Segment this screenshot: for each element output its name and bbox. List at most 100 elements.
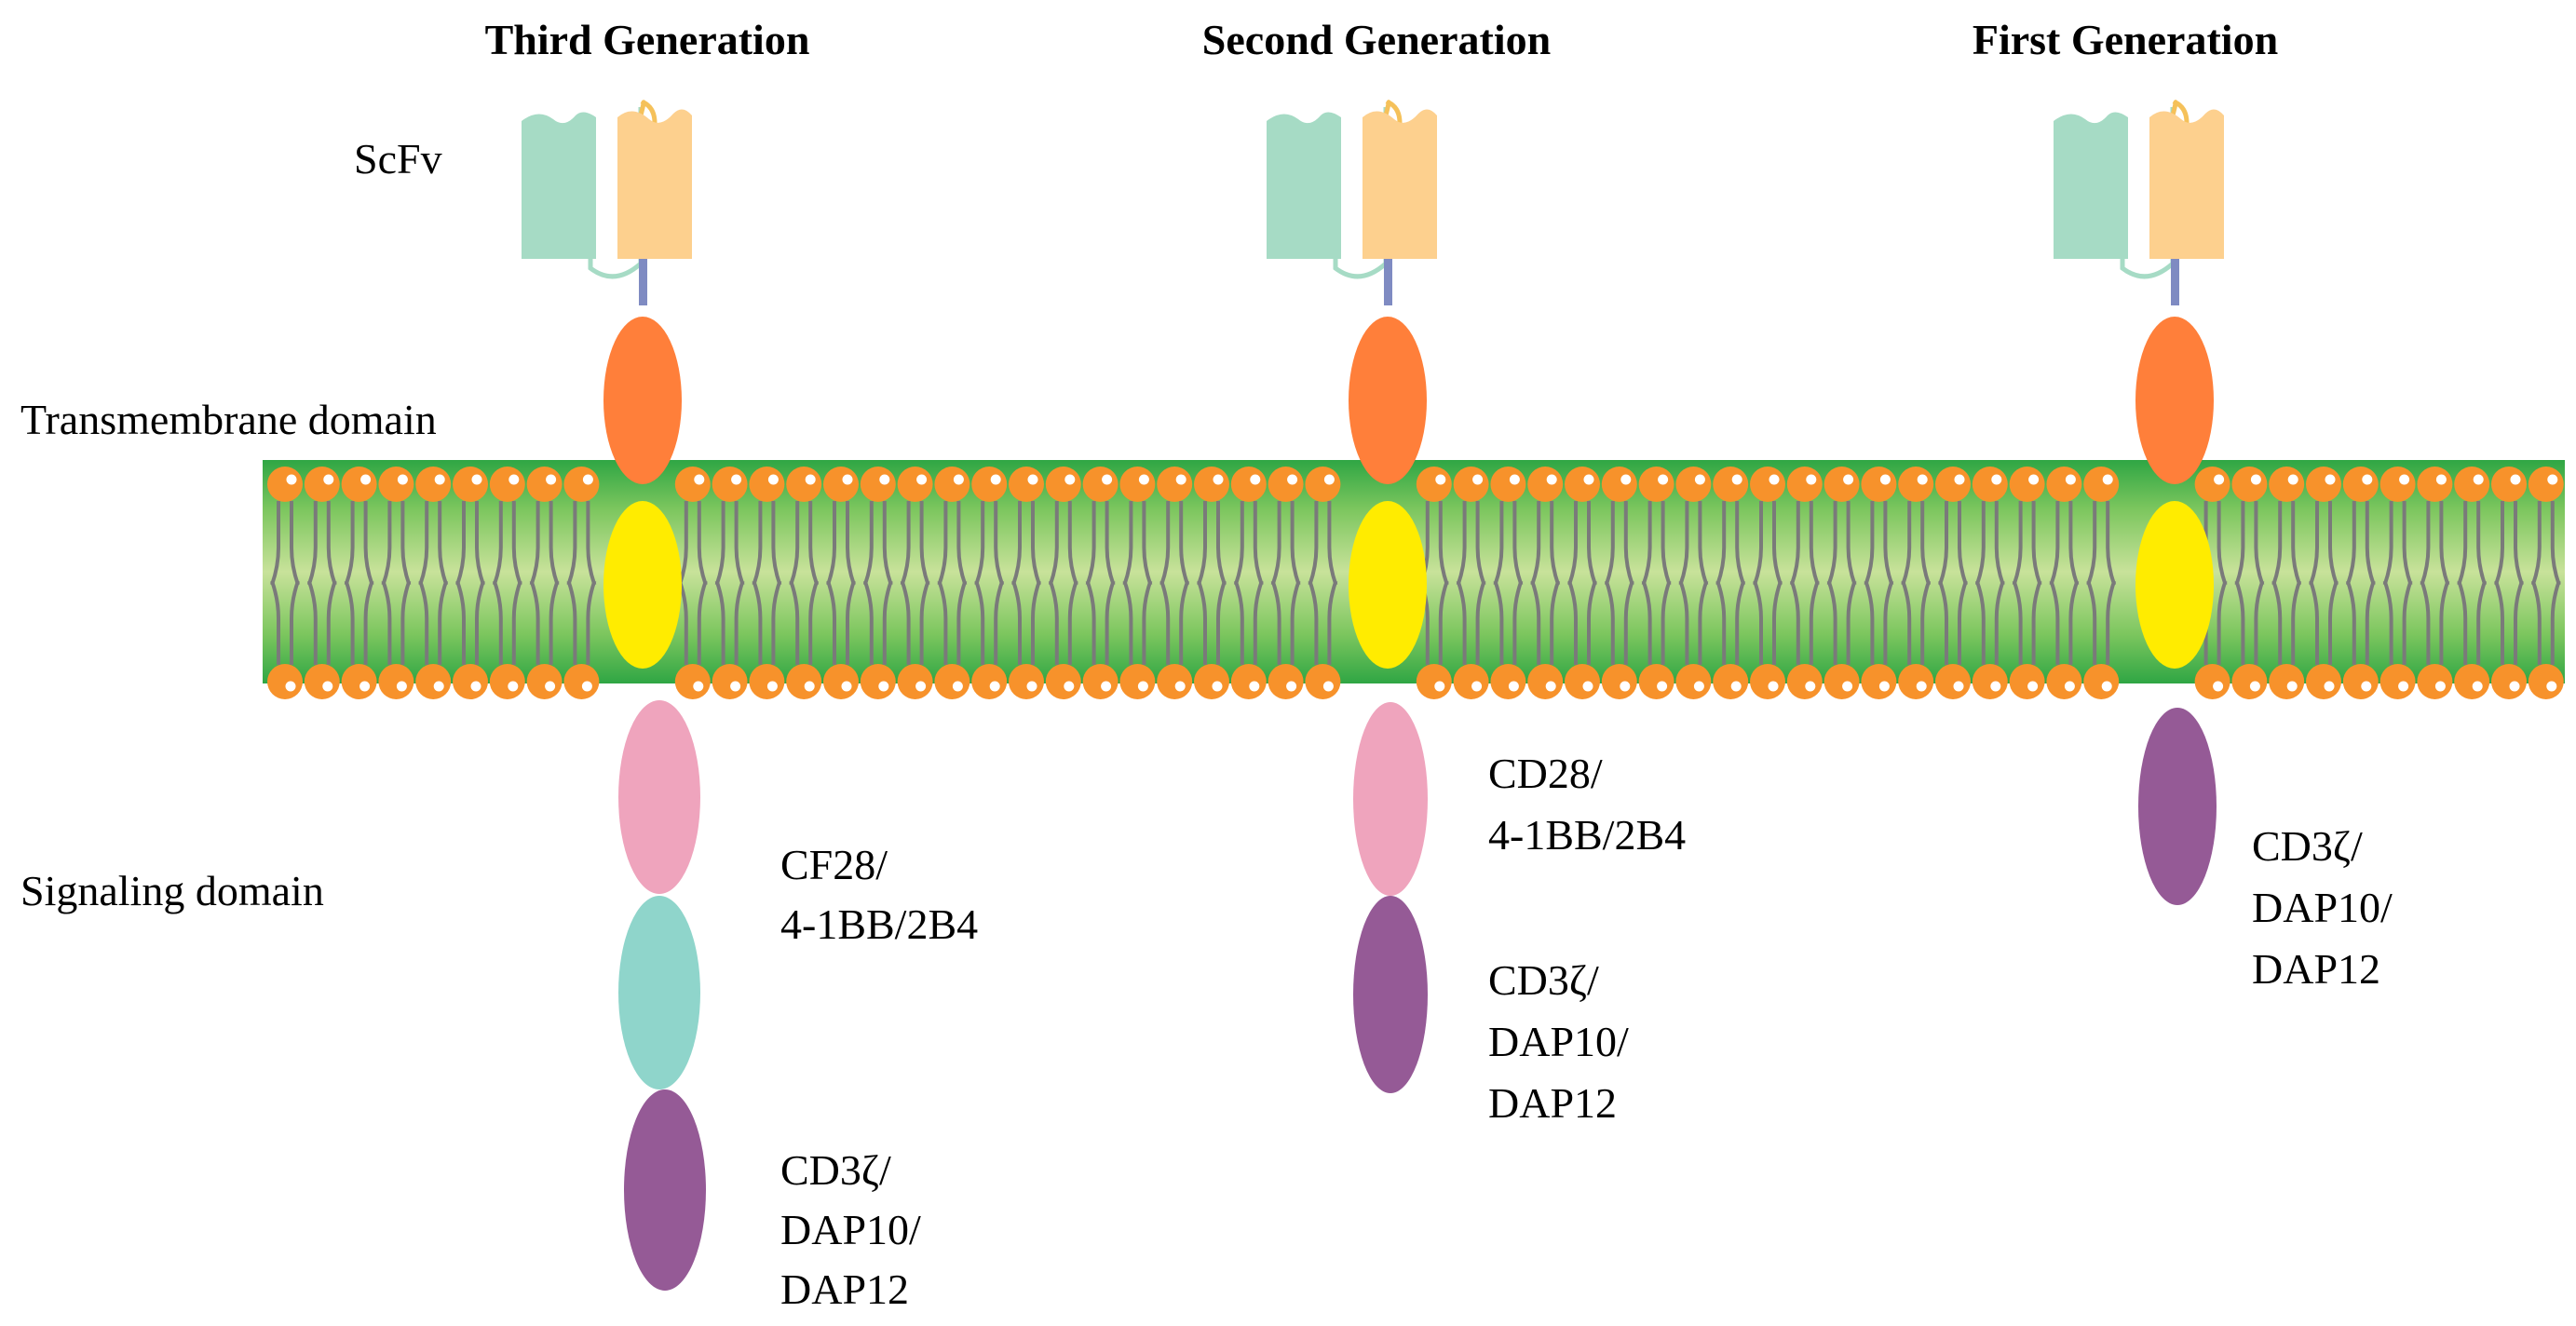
lipid-head <box>1824 664 1860 699</box>
lipid-head <box>2454 664 2490 699</box>
vl-domain-icon <box>522 112 596 259</box>
third-signal-label-line3: DAP12 <box>780 1265 909 1313</box>
lipid-head <box>1230 664 1267 699</box>
lipid-tail-pair <box>1122 580 1153 665</box>
lipid-tail-pair <box>566 580 597 665</box>
label-signaling-domain: Signaling domain <box>20 867 324 914</box>
transmembrane-domain-icon <box>603 317 682 484</box>
lipid-head <box>1638 664 1674 699</box>
lipid-head-highlight <box>1916 681 1927 692</box>
lipid-head-highlight <box>2249 681 2260 692</box>
lipid-tail-pair <box>826 580 856 665</box>
lipid-head <box>1527 664 1564 699</box>
lipid-tail <box>1159 580 1190 665</box>
third-signal-label-line2: DAP10/ <box>780 1206 921 1253</box>
lipid-tail <box>826 580 856 665</box>
lipid-head-highlight <box>433 681 444 692</box>
lipid-tail <box>1011 580 1041 665</box>
lipid-head-highlight <box>2546 681 2557 692</box>
label-transmembrane-domain: Transmembrane domain <box>20 396 437 443</box>
second-costim-label-line1: CD28/ <box>1488 750 1603 797</box>
lipid-head-highlight <box>470 681 481 692</box>
lipid-head-highlight <box>1546 474 1557 485</box>
third-signal-label-line1: CD3ζ/ <box>780 1146 891 1194</box>
lipid-head <box>1786 467 1823 502</box>
hinge-icon <box>1384 259 1392 305</box>
lipid-head-highlight <box>1286 681 1297 692</box>
lipid-head-highlight <box>2399 474 2410 485</box>
lipid-head-highlight <box>915 681 927 692</box>
lipid-head <box>2306 664 2341 699</box>
membrane-spanning-domain-icon <box>2135 501 2214 669</box>
car-constructs <box>522 100 2224 1291</box>
lipid-head <box>971 467 1008 502</box>
lipid-tail-pair <box>900 580 930 665</box>
lipid-head <box>526 664 563 699</box>
lipid-head <box>2306 467 2341 502</box>
lipid-head <box>2528 467 2564 502</box>
lipid-head <box>1675 467 1712 502</box>
lipid-tail-pair <box>1901 580 1932 665</box>
lipid-head <box>1045 664 1081 699</box>
first-signal-label-line3: DAP12 <box>2252 945 2380 993</box>
lipid-tail-pair <box>2530 580 2561 665</box>
lipid-tail-pair <box>2309 580 2339 665</box>
lipid-head <box>1305 664 1341 699</box>
lipid-tail <box>2012 580 2042 665</box>
lipid-head-highlight <box>2065 474 2076 485</box>
lipid-head-highlight <box>2028 474 2040 485</box>
lipid-head-highlight <box>1878 681 1890 692</box>
lipid-head-highlight <box>1583 474 1594 485</box>
lipid-head-highlight <box>1102 474 1113 485</box>
hinge-icon <box>2171 259 2179 305</box>
lipid-head-highlight <box>1545 681 1556 692</box>
lipid-tail-pair <box>2271 580 2302 665</box>
heading-third-generation: Third Generation <box>485 16 810 63</box>
lipid-tail-pair <box>1159 580 1190 665</box>
lipid-head-highlight <box>841 681 852 692</box>
lipid-head <box>860 467 896 502</box>
lipid-head-highlight <box>1768 681 1779 692</box>
lipid-head-highlight <box>1323 474 1335 485</box>
lipid-tail-pair <box>1011 580 1041 665</box>
lipid-head <box>2491 467 2527 502</box>
lipid-head-highlight <box>1064 681 1075 692</box>
lipid-tail-pair <box>1567 580 1597 665</box>
lipid-head-highlight <box>1620 474 1632 485</box>
lipid-head-highlight <box>1249 681 1260 692</box>
lipid-tail <box>2086 580 2117 665</box>
lipid-head <box>1082 467 1119 502</box>
second-signal-label-line1: CD3ζ/ <box>1488 956 1599 1004</box>
lipid-head <box>1157 467 1193 502</box>
lipid-head <box>2083 467 2120 502</box>
vh-domain-icon <box>2149 109 2224 259</box>
lipid-tail-pair <box>1085 580 1116 665</box>
lipid-head <box>2194 467 2230 502</box>
lipid-head <box>1861 664 1897 699</box>
lipid-head-highlight <box>804 681 815 692</box>
lipid-head-highlight <box>2287 474 2298 485</box>
lipid-tail <box>2420 580 2450 665</box>
lipid-head-highlight <box>322 681 333 692</box>
lipid-head <box>453 467 488 502</box>
lipid-head-highlight <box>1137 681 1148 692</box>
lipid-tail-pair <box>714 580 745 665</box>
lipid-tail-pair <box>455 580 485 665</box>
lipid-tail <box>566 580 597 665</box>
label-scfv: ScFv <box>354 135 442 183</box>
lipid-tail <box>1308 580 1338 665</box>
second-signal-label-line3: DAP12 <box>1488 1079 1617 1127</box>
lipid-tail <box>714 580 745 665</box>
lipid-head-highlight <box>397 474 408 485</box>
lipid-head-highlight <box>1917 474 1928 485</box>
lipid-tail-pair <box>1641 580 1672 665</box>
lipid-head-highlight <box>471 474 482 485</box>
lipid-head-highlight <box>1731 474 1742 485</box>
lipid-head-highlight <box>396 681 407 692</box>
lipid-tail-pair <box>1974 580 2005 665</box>
lipid-tail <box>455 580 485 665</box>
lipid-head <box>2009 664 2045 699</box>
lipid-tail <box>974 580 1005 665</box>
lipid-head-highlight <box>2324 681 2335 692</box>
lipid-head <box>2417 467 2453 502</box>
